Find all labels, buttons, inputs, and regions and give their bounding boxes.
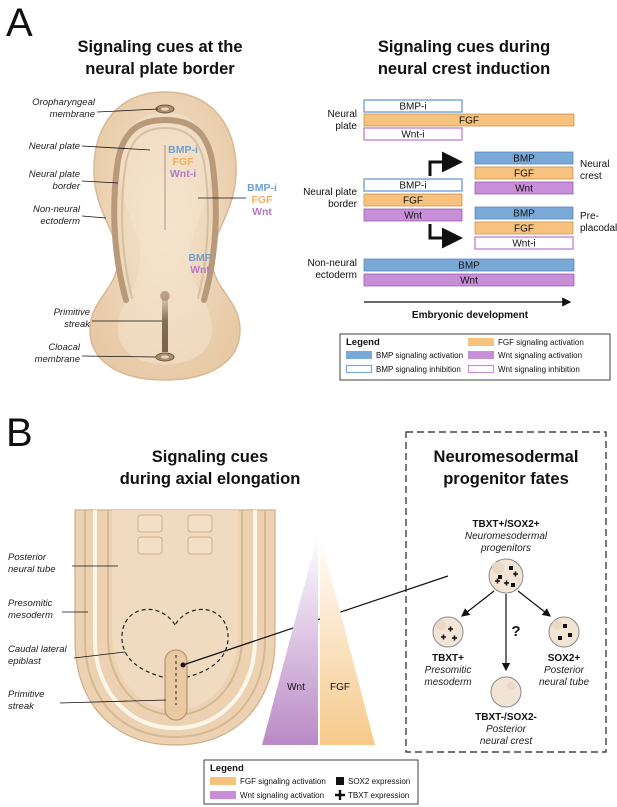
embryo-a-labels: Oropharyngeal membrane Neural plate Neur… <box>29 97 246 365</box>
label-cle-1: Caudal lateral <box>8 644 68 655</box>
bar-np-wnt: Wnt-i <box>401 130 424 141</box>
bar-nc-wnt: Wnt <box>515 184 533 195</box>
legend-a-wnt-inh: Wnt signaling inhibition <box>498 365 580 374</box>
legend-b-wnt-act: Wnt signaling activation <box>240 791 324 800</box>
bar-pp-bmp: BMP <box>513 209 535 220</box>
panel-a-right-title-line1: Signaling cues during <box>378 38 550 56</box>
legend-a-fgf-act: FGF signaling activation <box>498 338 584 347</box>
label-neural-plate: Neural plate <box>29 141 80 152</box>
bar-pp-fgf: FGF <box>514 224 534 235</box>
panel-b-left-title-line2: during axial elongation <box>120 470 301 488</box>
panel-b-letter: B <box>6 411 33 455</box>
cue1-fgf: FGF <box>173 156 195 168</box>
label-oropharyngeal-2: membrane <box>50 109 95 120</box>
legend-b: Legend FGF signaling activation Wnt sign… <box>203 759 419 805</box>
cue3-wnt: Wnt <box>190 264 210 276</box>
legend-b-tbxt: TBXT expression <box>348 791 409 800</box>
cue3-bmp: BMP <box>188 252 211 264</box>
label-streak-b-1: Primitive <box>8 689 44 700</box>
row-nonneural-2: ectoderm <box>315 270 357 281</box>
cue1-wnt: Wnt-i <box>170 168 196 180</box>
panel-a-left-title-line2: neural plate border <box>85 60 235 78</box>
label-border-2: border <box>53 181 81 192</box>
gradient-wnt: Wnt <box>287 682 305 693</box>
legend-b-title: Legend <box>210 763 244 774</box>
psm-label-it2: mesoderm <box>424 677 471 688</box>
row-neural-plate-2: plate <box>335 121 357 132</box>
row-placodal-2: placodal <box>580 223 617 234</box>
panel-a-letter: A <box>6 1 33 45</box>
axis-embryonic-development: Embryonic development <box>412 310 529 321</box>
label-streak-b-2: streak <box>8 701 35 712</box>
bar-nne-bmp: BMP <box>458 261 480 272</box>
label-streak-1: Primitive <box>54 307 90 318</box>
embryo-axial-elongation <box>74 509 276 746</box>
tube-label: SOX2+ <box>548 653 581 664</box>
label-border-1: Neural plate <box>29 169 80 180</box>
label-psm-1: Presomitic <box>8 598 53 609</box>
crest-label-it1: Posterior <box>486 724 527 735</box>
row-border-2: border <box>328 199 358 210</box>
cue2-bmp: BMP-i <box>247 182 277 194</box>
panel-b-right-title-line2: progenitor fates <box>443 470 569 488</box>
bar-pp-wnt: Wnt-i <box>512 239 535 250</box>
question-mark: ? <box>511 623 520 640</box>
gradient-fgf: FGF <box>330 682 350 693</box>
bar-npb-fgf: FGF <box>403 196 423 207</box>
tube-label-it1: Posterior <box>544 665 585 676</box>
nmp-label-it1: Neuromesodermal <box>465 531 548 542</box>
label-tube-1: Posterior <box>8 552 47 563</box>
bar-nc-bmp: BMP <box>513 154 535 165</box>
label-cloacal-1: Cloacal <box>48 342 81 353</box>
legend-a-bmp-inh: BMP signaling inhibition <box>376 365 461 374</box>
cue2-fgf: FGF <box>252 194 274 206</box>
signaling-gradients: Wnt FGF <box>262 534 375 745</box>
bar-nne-wnt: Wnt <box>460 276 478 287</box>
legend-b-fgf-act: FGF signaling activation <box>240 777 326 786</box>
bar-np-bmp: BMP-i <box>399 102 426 113</box>
label-nonneural-2: ectoderm <box>40 216 80 227</box>
row-neural-plate-1: Neural <box>328 109 357 120</box>
row-nonneural-1: Non-neural <box>308 258 357 269</box>
label-tube-2: neural tube <box>8 564 56 575</box>
label-oropharyngeal-1: Oropharyngeal <box>32 97 96 108</box>
row-crest-1: Neural <box>580 159 609 170</box>
label-nonneural-1: Non-neural <box>33 204 81 215</box>
row-placodal-1: Pre- <box>580 211 599 222</box>
legend-a-bmp-act: BMP signaling activation <box>376 351 463 360</box>
tube-label-it2: neural tube <box>539 677 589 688</box>
nmp-label: TBXT+/SOX2+ <box>472 519 539 530</box>
nmp-fates-box: Neuromesodermal progenitor fates TBXT+/S… <box>405 431 607 753</box>
label-cle-2: epiblast <box>8 656 41 667</box>
cue2-wnt: Wnt <box>252 206 272 218</box>
bar-npb-wnt: Wnt <box>404 211 422 222</box>
bar-nc-fgf: FGF <box>514 169 534 180</box>
legend-b-sox2: SOX2 expression <box>348 777 410 786</box>
psm-label: TBXT+ <box>432 653 464 664</box>
crest-label-it2: neural crest <box>480 736 533 747</box>
legend-a-title: Legend <box>346 337 380 348</box>
label-streak-2: streak <box>64 319 91 330</box>
bar-npb-bmp: BMP-i <box>399 181 426 192</box>
psm-label-it1: Presomitic <box>425 665 472 676</box>
embryo-cues: BMP-i FGF Wnt-i BMP-i FGF Wnt BMP Wnt <box>168 144 277 276</box>
bar-np-fgf: FGF <box>459 116 479 127</box>
row-border-1: Neural plate <box>303 187 357 198</box>
legend-a: Legend BMP signaling activation BMP sign… <box>339 333 611 381</box>
cue1-bmp: BMP-i <box>168 144 198 156</box>
label-cloacal-2: membrane <box>35 354 80 365</box>
label-psm-2: mesoderm <box>8 610 53 621</box>
nmp-label-it2: progenitors <box>480 543 531 554</box>
panel-b-left-title-line1: Signaling cues <box>152 448 268 466</box>
panel-a-left-title-line1: Signaling cues at the <box>77 38 242 56</box>
panel-b-right-title-line1: Neuromesodermal <box>434 448 579 466</box>
neural-crest-induction-diagram: Neural plate Neural plate border Non-neu… <box>303 99 617 321</box>
legend-a-wnt-act: Wnt signaling activation <box>498 351 582 360</box>
crest-label: TBXT-/SOX2- <box>475 712 537 723</box>
embryo-neural-plate-stage <box>89 91 241 381</box>
panel-a-right-title-line2: neural crest induction <box>378 60 550 78</box>
row-crest-2: crest <box>580 171 602 182</box>
